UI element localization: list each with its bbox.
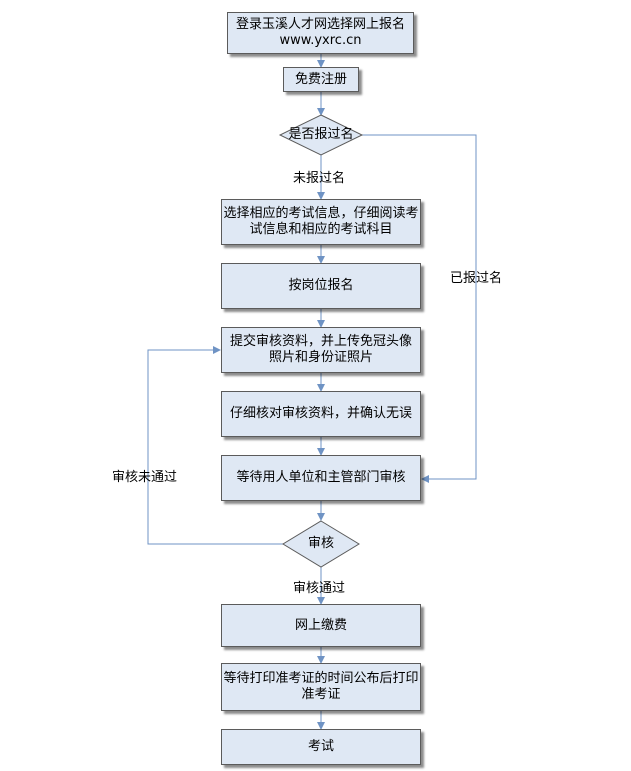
step-login-line1: 登录玉溪人才网选择网上报名 <box>235 17 405 32</box>
step-register: 免费注册 <box>283 67 359 92</box>
step-exam-label: 考试 <box>307 739 334 754</box>
step-apply-position: 按岗位报名 <box>221 263 421 309</box>
step-choose-line2: 试信息和相应的考试科目 <box>249 222 393 237</box>
step-submit-line2: 照片和身份证照片 <box>268 350 373 365</box>
step-wait-print-line2: 准考证 <box>301 687 341 702</box>
step-apply-label: 按岗位报名 <box>288 278 354 293</box>
step-submit-materials: 提交审核资料，并上传免冠头像 照片和身份证照片 <box>221 327 421 373</box>
step-exam: 考试 <box>221 729 421 765</box>
step-pay-online: 网上缴费 <box>221 604 421 647</box>
step-login-line2: www.yxrc.cn <box>279 33 362 48</box>
edge-label-review-failed: 审核未通过 <box>112 470 178 485</box>
step-wait-review: 等待用人单位和主管部门审核 <box>221 455 421 501</box>
edge-label-registered: 已报过名 <box>450 271 503 286</box>
decision-review-label: 审核 <box>307 536 335 551</box>
arrow-registered-path <box>362 134 477 483</box>
step-login: 登录玉溪人才网选择网上报名 www.yxrc.cn <box>227 12 414 54</box>
decision-registered-label: 是否报过名 <box>288 127 354 142</box>
step-submit-line1: 提交审核资料，并上传免冠头像 <box>229 334 412 349</box>
edge-label-review-passed: 审核通过 <box>293 581 346 596</box>
step-register-label: 免费注册 <box>294 71 347 87</box>
step-wait-print-line1: 等待打印准考证的时间公布后打印 <box>223 671 419 686</box>
arrow-review-failed-path <box>147 346 283 545</box>
step-check-materials: 仔细核对审核资料，并确认无误 <box>221 391 421 437</box>
decision-review-diamond <box>282 520 360 568</box>
step-choose-line1: 选择相应的考试信息，仔细阅读考 <box>223 206 419 221</box>
step-wait-print: 等待打印准考证的时间公布后打印 准考证 <box>221 663 421 711</box>
step-pay-label: 网上缴费 <box>294 617 347 633</box>
decision-registered-diamond <box>278 114 364 156</box>
edge-label-not-registered: 未报过名 <box>293 171 346 186</box>
step-choose-exam: 选择相应的考试信息，仔细阅读考 试信息和相应的考试科目 <box>221 199 421 245</box>
step-wait-review-label: 等待用人单位和主管部门审核 <box>236 470 406 485</box>
step-check-label: 仔细核对审核资料，并确认无误 <box>229 406 412 421</box>
